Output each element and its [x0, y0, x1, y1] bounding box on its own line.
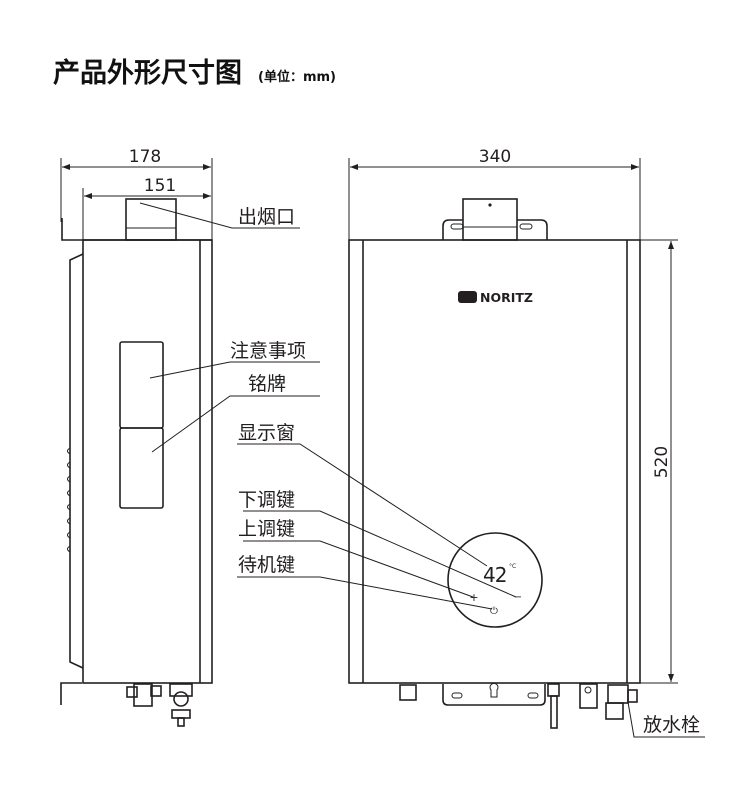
dim-151: 151: [144, 176, 176, 196]
page-title: 产品外形尺寸图: [53, 58, 242, 89]
display-window: [447, 532, 543, 628]
label-nameplate: 铭牌: [248, 373, 286, 395]
unit-note: (单位：mm): [258, 69, 336, 85]
flue-outlet: [125, 198, 177, 241]
wall-bracket-bottom: [442, 684, 546, 706]
temperature-unit: °C: [509, 563, 516, 570]
up-key[interactable]: +: [469, 591, 478, 604]
svg-text:NORITZ: NORITZ: [480, 290, 533, 305]
front-view: 340 NORITZ 42 °C + − ⏻ 520: [348, 147, 678, 729]
temperature-readout: 42: [483, 563, 506, 587]
label-display-window: 显示窗: [238, 422, 295, 444]
label-drain-plug: 放水栓: [643, 714, 700, 736]
callouts: 出烟口 注意事项 铭牌 显示窗 下调键 上调键 待机键 放水栓: [139, 202, 705, 738]
label-down-key: 下调键: [238, 489, 295, 511]
label-up-key: 上调键: [238, 518, 295, 540]
noritz-logo: NORITZ: [458, 290, 533, 305]
label-flue-outlet: 出烟口: [238, 206, 295, 228]
dim-178: 178: [129, 147, 161, 167]
wall-bracket-top: [442, 219, 548, 240]
side-body: [82, 239, 213, 684]
label-caution: 注意事项: [230, 340, 306, 362]
side-view: 178 151: [60, 147, 213, 727]
standby-key[interactable]: ⏻: [490, 606, 498, 617]
caution-label-panel: [119, 341, 164, 429]
down-key[interactable]: −: [514, 592, 522, 603]
dim-340: 340: [479, 147, 511, 167]
dim-520: 520: [652, 446, 672, 478]
nameplate-panel: [119, 427, 164, 509]
label-standby-key: 待机键: [238, 554, 295, 576]
